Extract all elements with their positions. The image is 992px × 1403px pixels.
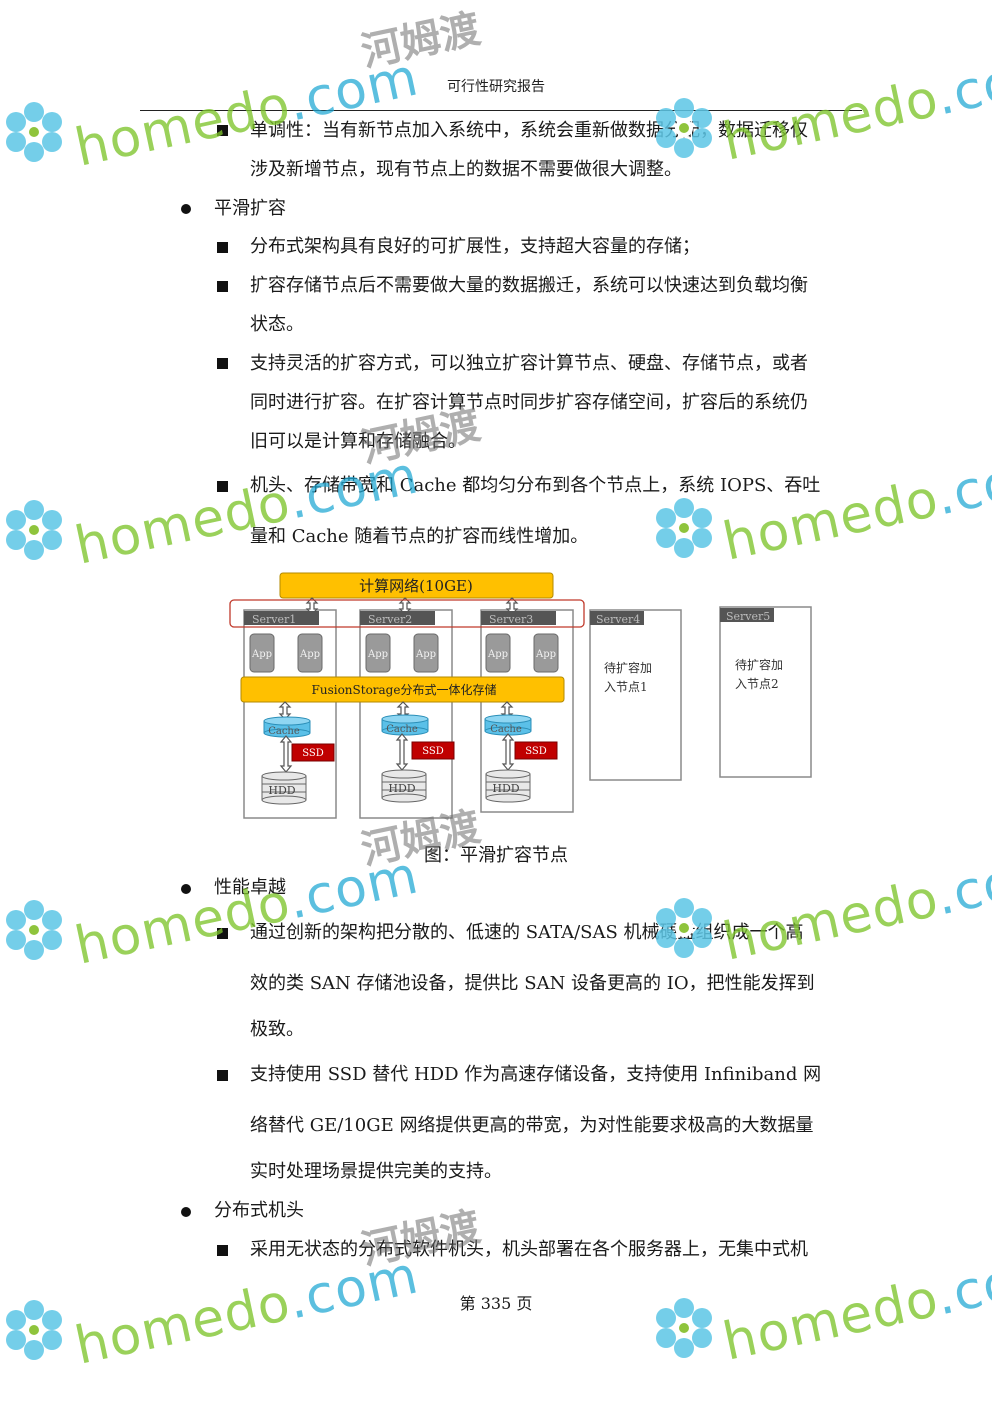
- storage-label: FusionStorage分布式一体化存储: [312, 682, 497, 697]
- round-bullet: [181, 204, 191, 214]
- cache-label: Cache: [490, 724, 522, 735]
- app-block: [485, 633, 511, 673]
- server-title-bar: [720, 608, 774, 622]
- text-line: 通过创新的架构把分散的、低速的 SATA/SAS 机械硬盘组织成一个高: [250, 922, 804, 943]
- app-block: [297, 633, 323, 673]
- section-heading: 平滑扩容: [214, 198, 286, 219]
- watermark-wordmark: homedo.com: [718, 41, 992, 173]
- flower-logo-icon: [6, 102, 62, 162]
- server-box-pending: [589, 609, 682, 781]
- server-name: Server4: [596, 613, 640, 626]
- app-label: App: [535, 649, 556, 660]
- square-bullet: [217, 928, 228, 939]
- watermark-cn: 河姆渡: [357, 5, 485, 76]
- text-line: 支持灵活的扩容方式，可以独立扩容计算节点、硬盘、存储节点，或者: [250, 353, 808, 374]
- text-line: 实时处理场景提供完美的支持。: [250, 1161, 502, 1182]
- text-line: 量和 Cache 随着节点的扩容而线性增加。: [250, 526, 589, 547]
- watermark-wordmark: homedo.com: [70, 445, 424, 577]
- pending-node-label: 待扩容加: [604, 660, 652, 675]
- ssd-block: [514, 741, 558, 760]
- text-line: 极致。: [250, 1019, 304, 1040]
- square-bullet: [217, 281, 228, 292]
- header-rule: [140, 110, 862, 111]
- square-bullet: [217, 1245, 228, 1256]
- server-title-bar: [244, 611, 319, 625]
- app-label: App: [367, 649, 388, 660]
- square-bullet: [217, 125, 228, 136]
- ssd-label: SSD: [422, 746, 444, 757]
- server-box-pending: [719, 606, 812, 778]
- text-line: 络替代 GE/10GE 网络提供更高的带宽，为对性能要求极高的大数据量: [250, 1115, 814, 1136]
- square-bullet: [217, 242, 228, 253]
- app-label: App: [251, 649, 272, 660]
- watermark-cn: 河姆渡: [357, 1203, 485, 1274]
- text-line: 效的类 SAN 存储池设备，提供比 SAN 设备更高的 IO，把性能发挥到: [250, 973, 815, 994]
- text-line: 单调性：当有新节点加入系统中，系统会重新做数据分配，数据迁移仅: [250, 120, 808, 141]
- text-line: 状态。: [250, 314, 304, 335]
- pending-node-label: 入节点1: [604, 680, 648, 694]
- square-bullet: [217, 1070, 228, 1081]
- pending-node-label: 待扩容加: [735, 657, 783, 672]
- hdd-label: HDD: [492, 782, 519, 795]
- cache-group: [263, 714, 532, 738]
- page-number: 第 335 页: [459, 1294, 533, 1313]
- text-line: 机头、存储带宽和 Cache 都均匀分布到各个节点上，系统 IOPS、吞吐: [250, 475, 821, 496]
- scale-out-diagram: 计算网络(10GE) Server1 Server2 Server3 Serve…: [229, 572, 812, 819]
- highlight-frame: [229, 599, 585, 628]
- app-block: [365, 633, 391, 673]
- round-bullet: [181, 1207, 191, 1217]
- pending-node-label: 入节点2: [735, 677, 779, 691]
- page-header-title: 可行性研究报告: [447, 79, 545, 95]
- server-name: Server5: [726, 610, 770, 623]
- flower-logo-icon: [6, 500, 62, 560]
- text-line: 分布式架构具有良好的可扩展性，支持超大容量的存储；: [250, 236, 700, 257]
- hdd-label: HDD: [388, 782, 415, 795]
- app-block: [413, 633, 439, 673]
- section-heading: 分布式机头: [214, 1200, 304, 1221]
- section-heading: 性能卓越: [214, 877, 286, 898]
- server-title-bar: [360, 611, 435, 625]
- network-label: 计算网络(10GE): [359, 577, 473, 595]
- text-line: 支持使用 SSD 替代 HDD 作为高速存储设备，支持使用 Infiniband…: [250, 1064, 822, 1085]
- hdd-stack: [261, 769, 531, 805]
- app-block: [249, 633, 275, 673]
- figure-caption: 图：平滑扩容节点: [424, 845, 568, 866]
- app-label: App: [487, 649, 508, 660]
- watermark-wordmark: homedo.com: [718, 441, 992, 573]
- ssd-block: [291, 743, 335, 762]
- app-block: [533, 633, 559, 673]
- server-name: Server1: [252, 613, 296, 626]
- round-bullet: [181, 884, 191, 894]
- square-bullet: [217, 358, 228, 369]
- text-line: 扩容存储节点后不需要做大量的数据搬迁，系统可以快速达到负载均衡: [250, 275, 808, 296]
- app-label: App: [299, 649, 320, 660]
- cache-label: Cache: [268, 726, 300, 737]
- text-line: 旧可以是计算和存储融合。: [250, 431, 466, 452]
- server-title-bar: [590, 611, 644, 625]
- server-name: Server3: [489, 613, 533, 626]
- flower-logo-icon: [656, 498, 712, 558]
- ssd-block: [411, 741, 455, 760]
- flower-logo-icon: [6, 900, 62, 960]
- ssd-label: SSD: [302, 748, 324, 759]
- app-label: App: [415, 649, 436, 660]
- server-name: Server2: [368, 613, 412, 626]
- hdd-label: HDD: [268, 784, 295, 797]
- server-title-bar: [481, 611, 556, 625]
- square-bullet: [217, 481, 228, 492]
- network-bar: [279, 572, 554, 599]
- text-line: 同时进行扩容。在扩容计算节点时同步扩容存储空间，扩容后的系统仍: [250, 392, 808, 413]
- text-line: 涉及新增节点，现有节点上的数据不需要做很大调整。: [250, 159, 682, 180]
- cache-label: Cache: [386, 724, 418, 735]
- ssd-label: SSD: [525, 746, 547, 757]
- text-line: 采用无状态的分布式软件机头，机头部署在各个服务器上，无集中式机: [250, 1239, 808, 1260]
